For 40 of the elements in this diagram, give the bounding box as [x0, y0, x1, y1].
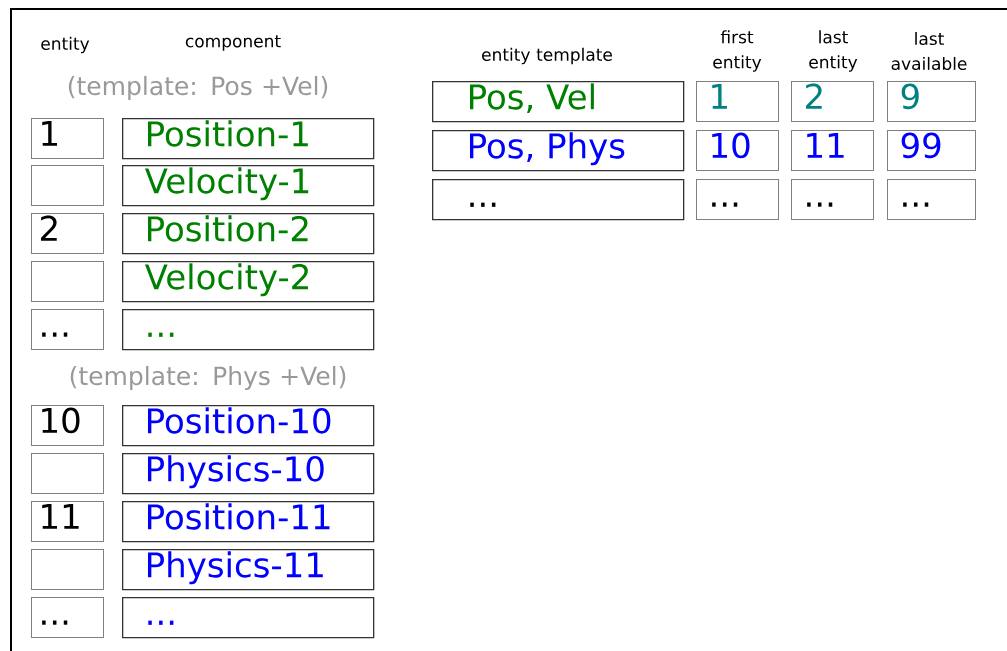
- number-box: 2: [791, 81, 874, 122]
- component-box: Velocity-1: [122, 165, 375, 207]
- entity-box: [31, 453, 104, 494]
- number-box: ...: [791, 179, 874, 220]
- column-header: last entity: [809, 30, 858, 72]
- column-header: component: [185, 35, 281, 51]
- component-box: ...: [122, 309, 375, 351]
- column-header: entity template: [482, 47, 612, 65]
- component-box: Position-1: [122, 118, 375, 160]
- component-box: ...: [122, 597, 375, 639]
- component-box: Velocity-2: [122, 261, 375, 303]
- entity-box: 11: [31, 501, 104, 542]
- template-box: ...: [432, 179, 685, 221]
- template-box: Pos, Phys: [432, 130, 685, 172]
- entity-box: ...: [31, 309, 104, 350]
- component-box: Position-10: [122, 405, 375, 447]
- component-box: Physics-11: [122, 549, 375, 591]
- entity-box: ...: [31, 597, 104, 638]
- entity-box: [31, 165, 104, 206]
- template-label: (template: Pos +Vel): [68, 75, 328, 101]
- component-box: Position-2: [122, 213, 375, 255]
- column-header: entity: [41, 36, 90, 54]
- entity-box: 10: [31, 405, 104, 446]
- component-box: Position-11: [122, 501, 375, 543]
- entity-box: [31, 261, 104, 302]
- number-box: 9: [887, 81, 976, 122]
- number-box: ...: [887, 179, 976, 220]
- number-box: 10: [696, 130, 779, 171]
- column-header: first entity: [713, 30, 762, 72]
- component-box: Physics-10: [122, 453, 375, 495]
- number-box: ...: [696, 179, 779, 220]
- entity-box: [31, 549, 104, 590]
- entity-box: 2: [31, 213, 104, 254]
- entity-box: 1: [31, 118, 104, 159]
- number-box: 99: [887, 130, 976, 171]
- template-box: Pos, Vel: [432, 81, 685, 123]
- template-label: (template: Phys +Vel): [70, 365, 346, 391]
- column-header: last available: [891, 31, 967, 71]
- number-box: 1: [696, 81, 779, 122]
- number-box: 11: [791, 130, 874, 171]
